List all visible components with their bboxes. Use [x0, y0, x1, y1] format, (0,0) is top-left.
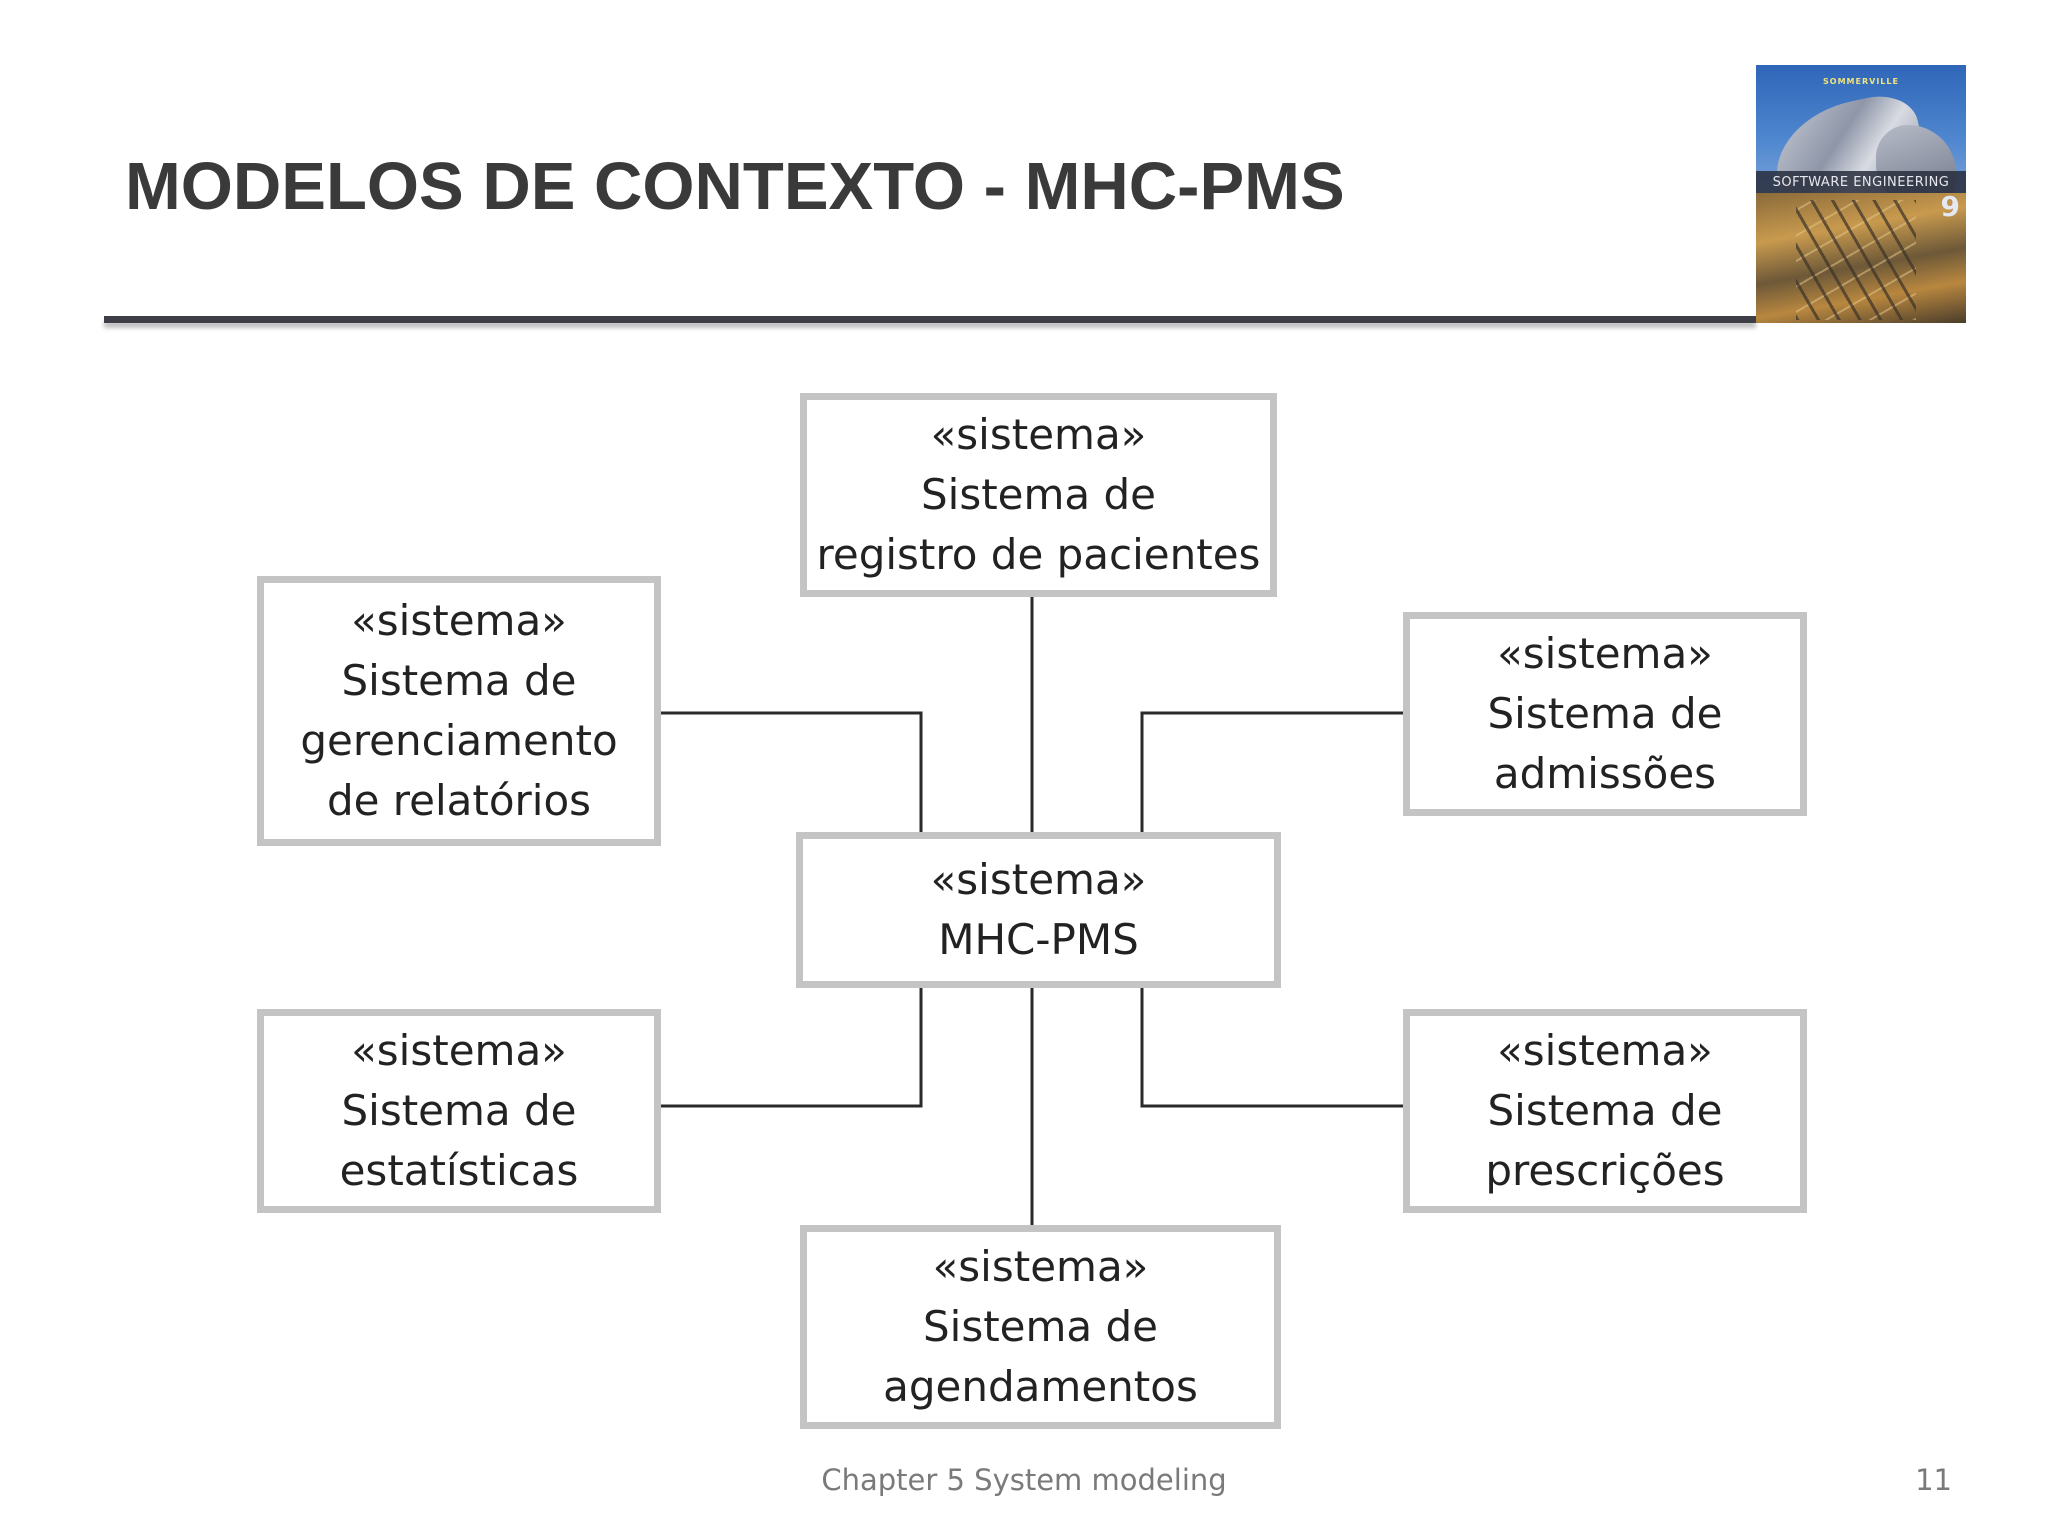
system-name-line: Sistema de [1487, 1086, 1723, 1135]
stereotype-label: «sistema» [930, 855, 1147, 904]
stereotype-label: «sistema» [1497, 629, 1713, 678]
system-box-estatisticas: «sistema» Sistema de estatísticas [257, 1009, 661, 1213]
system-name-line: agendamentos [883, 1362, 1198, 1411]
stereotype-label: «sistema» [930, 410, 1147, 459]
book-cover-image: SOMMERVILLE SOFTWARE ENGINEERING 9 [1756, 65, 1966, 323]
connector-estatisticas [661, 988, 923, 1108]
page-number: 11 [1915, 1463, 1952, 1497]
stereotype-label: «sistema» [351, 1026, 567, 1075]
system-name-line: Sistema de [341, 656, 577, 705]
footer-chapter: Chapter 5 System modeling [821, 1463, 1227, 1497]
book-cover-author: SOMMERVILLE [1823, 77, 1899, 86]
system-box-agendamentos: «sistema» Sistema de agendamentos [800, 1225, 1281, 1429]
system-box-admissoes: «sistema» Sistema de admissões [1403, 612, 1807, 816]
book-cover-subject: SOFTWARE ENGINEERING [1772, 175, 1950, 190]
book-cover-edition: 9 [1940, 190, 1960, 223]
system-name-line: prescrições [1485, 1146, 1725, 1195]
connector-prescricoes [1140, 988, 1403, 1108]
stereotype-label: «sistema» [932, 1242, 1149, 1291]
system-name-line: Sistema de [341, 1086, 577, 1135]
book-cover-scaffold [1796, 200, 1916, 320]
system-box-registro-pacientes: «sistema» Sistema de registro de pacient… [800, 393, 1277, 597]
title-underline [104, 316, 1756, 323]
system-name-line: registro de pacientes [816, 530, 1261, 579]
book-cover-title-band [1756, 171, 1966, 193]
stereotype-label: «sistema» [1497, 1026, 1713, 1075]
system-name-line: gerenciamento [300, 716, 618, 765]
system-name-line: de relatórios [326, 776, 592, 825]
system-box-gerenciamento-relatorios: «sistema» Sistema de gerenciamento de re… [257, 576, 661, 846]
system-name-line: estatísticas [339, 1146, 579, 1195]
slide-title: MODELOS DE CONTEXTO - MHC-PMS [125, 149, 1345, 224]
connector-relatorios [661, 711, 923, 832]
system-name-line: admissões [1493, 749, 1717, 798]
system-name-line: MHC-PMS [938, 915, 1139, 964]
system-box-prescricoes: «sistema» Sistema de prescrições [1403, 1009, 1807, 1213]
system-name-line: Sistema de [1487, 689, 1723, 738]
stereotype-label: «sistema» [351, 596, 567, 645]
system-name-line: Sistema de [920, 470, 1157, 519]
system-box-mhc-pms: «sistema» MHC-PMS [796, 832, 1281, 988]
system-name-line: Sistema de [922, 1302, 1159, 1351]
connector-admissoes [1140, 711, 1403, 832]
